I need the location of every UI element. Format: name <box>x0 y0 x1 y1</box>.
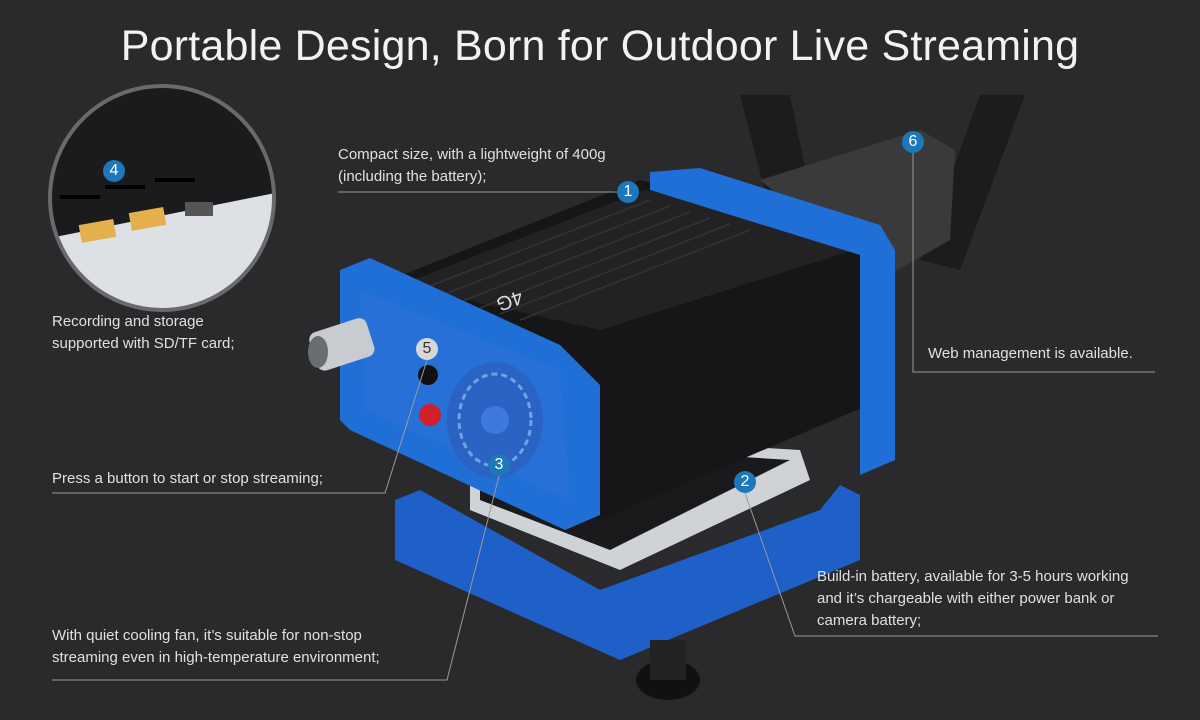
badge-6: 6 <box>902 131 924 153</box>
caption-3: With quiet cooling fan, it’s suitable fo… <box>52 627 380 666</box>
badge-1: 1 <box>617 181 639 203</box>
caption-1: Compact size, with a lightweight of 400g… <box>338 146 606 185</box>
badge-2: 2 <box>734 471 756 493</box>
sd-slot-inset <box>50 86 274 310</box>
badge-5: 5 <box>416 338 438 360</box>
page-title: Portable Design, Born for Outdoor Live S… <box>120 22 1080 70</box>
back-frame <box>650 168 895 475</box>
power-button <box>419 404 441 426</box>
caption-4: Recording and storage supported with SD/… <box>52 313 235 352</box>
mount-bracket <box>395 485 860 660</box>
caption-2: Build-in battery, available for 3-5 hour… <box>817 568 1129 629</box>
stream-button <box>418 365 438 385</box>
leader-lines <box>52 153 1158 681</box>
badge-4: 4 <box>103 160 125 182</box>
caption-5: Press a button to start or stop streamin… <box>52 470 323 487</box>
caption-6: Web management is available. <box>928 345 1133 362</box>
badge-3: 3 <box>488 454 510 476</box>
antenna-module <box>760 130 955 280</box>
